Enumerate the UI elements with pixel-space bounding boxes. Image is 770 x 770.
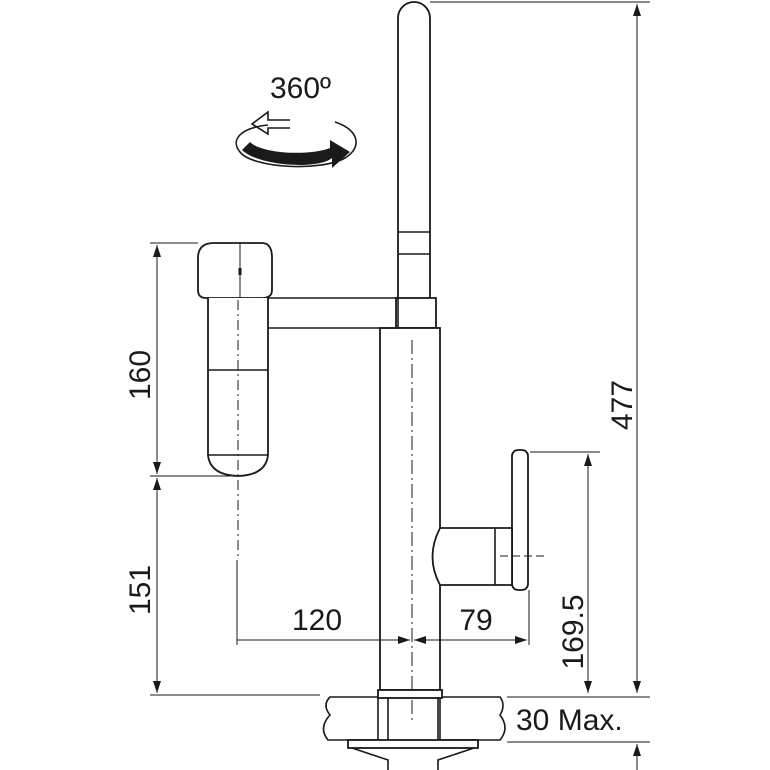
dim-total-height: 477 <box>606 380 639 430</box>
deck-mount <box>322 689 506 770</box>
spray-head <box>197 242 399 560</box>
rotation-arrow-icon <box>235 110 357 168</box>
dim-spray-clearance: 151 <box>124 565 157 615</box>
rotation-label: 360º <box>270 72 331 105</box>
dim-spray-height: 160 <box>124 350 157 400</box>
dimension-lines <box>150 1 650 770</box>
dim-deck-thickness: 30 Max. <box>516 704 623 737</box>
spout <box>395 1 437 329</box>
faucet-body <box>379 327 441 720</box>
dim-lever-offset: 79 <box>459 604 492 637</box>
lever-handle <box>431 449 545 591</box>
dim-lever-height: 169.5 <box>557 594 590 669</box>
dim-spout-reach: 120 <box>292 604 342 637</box>
